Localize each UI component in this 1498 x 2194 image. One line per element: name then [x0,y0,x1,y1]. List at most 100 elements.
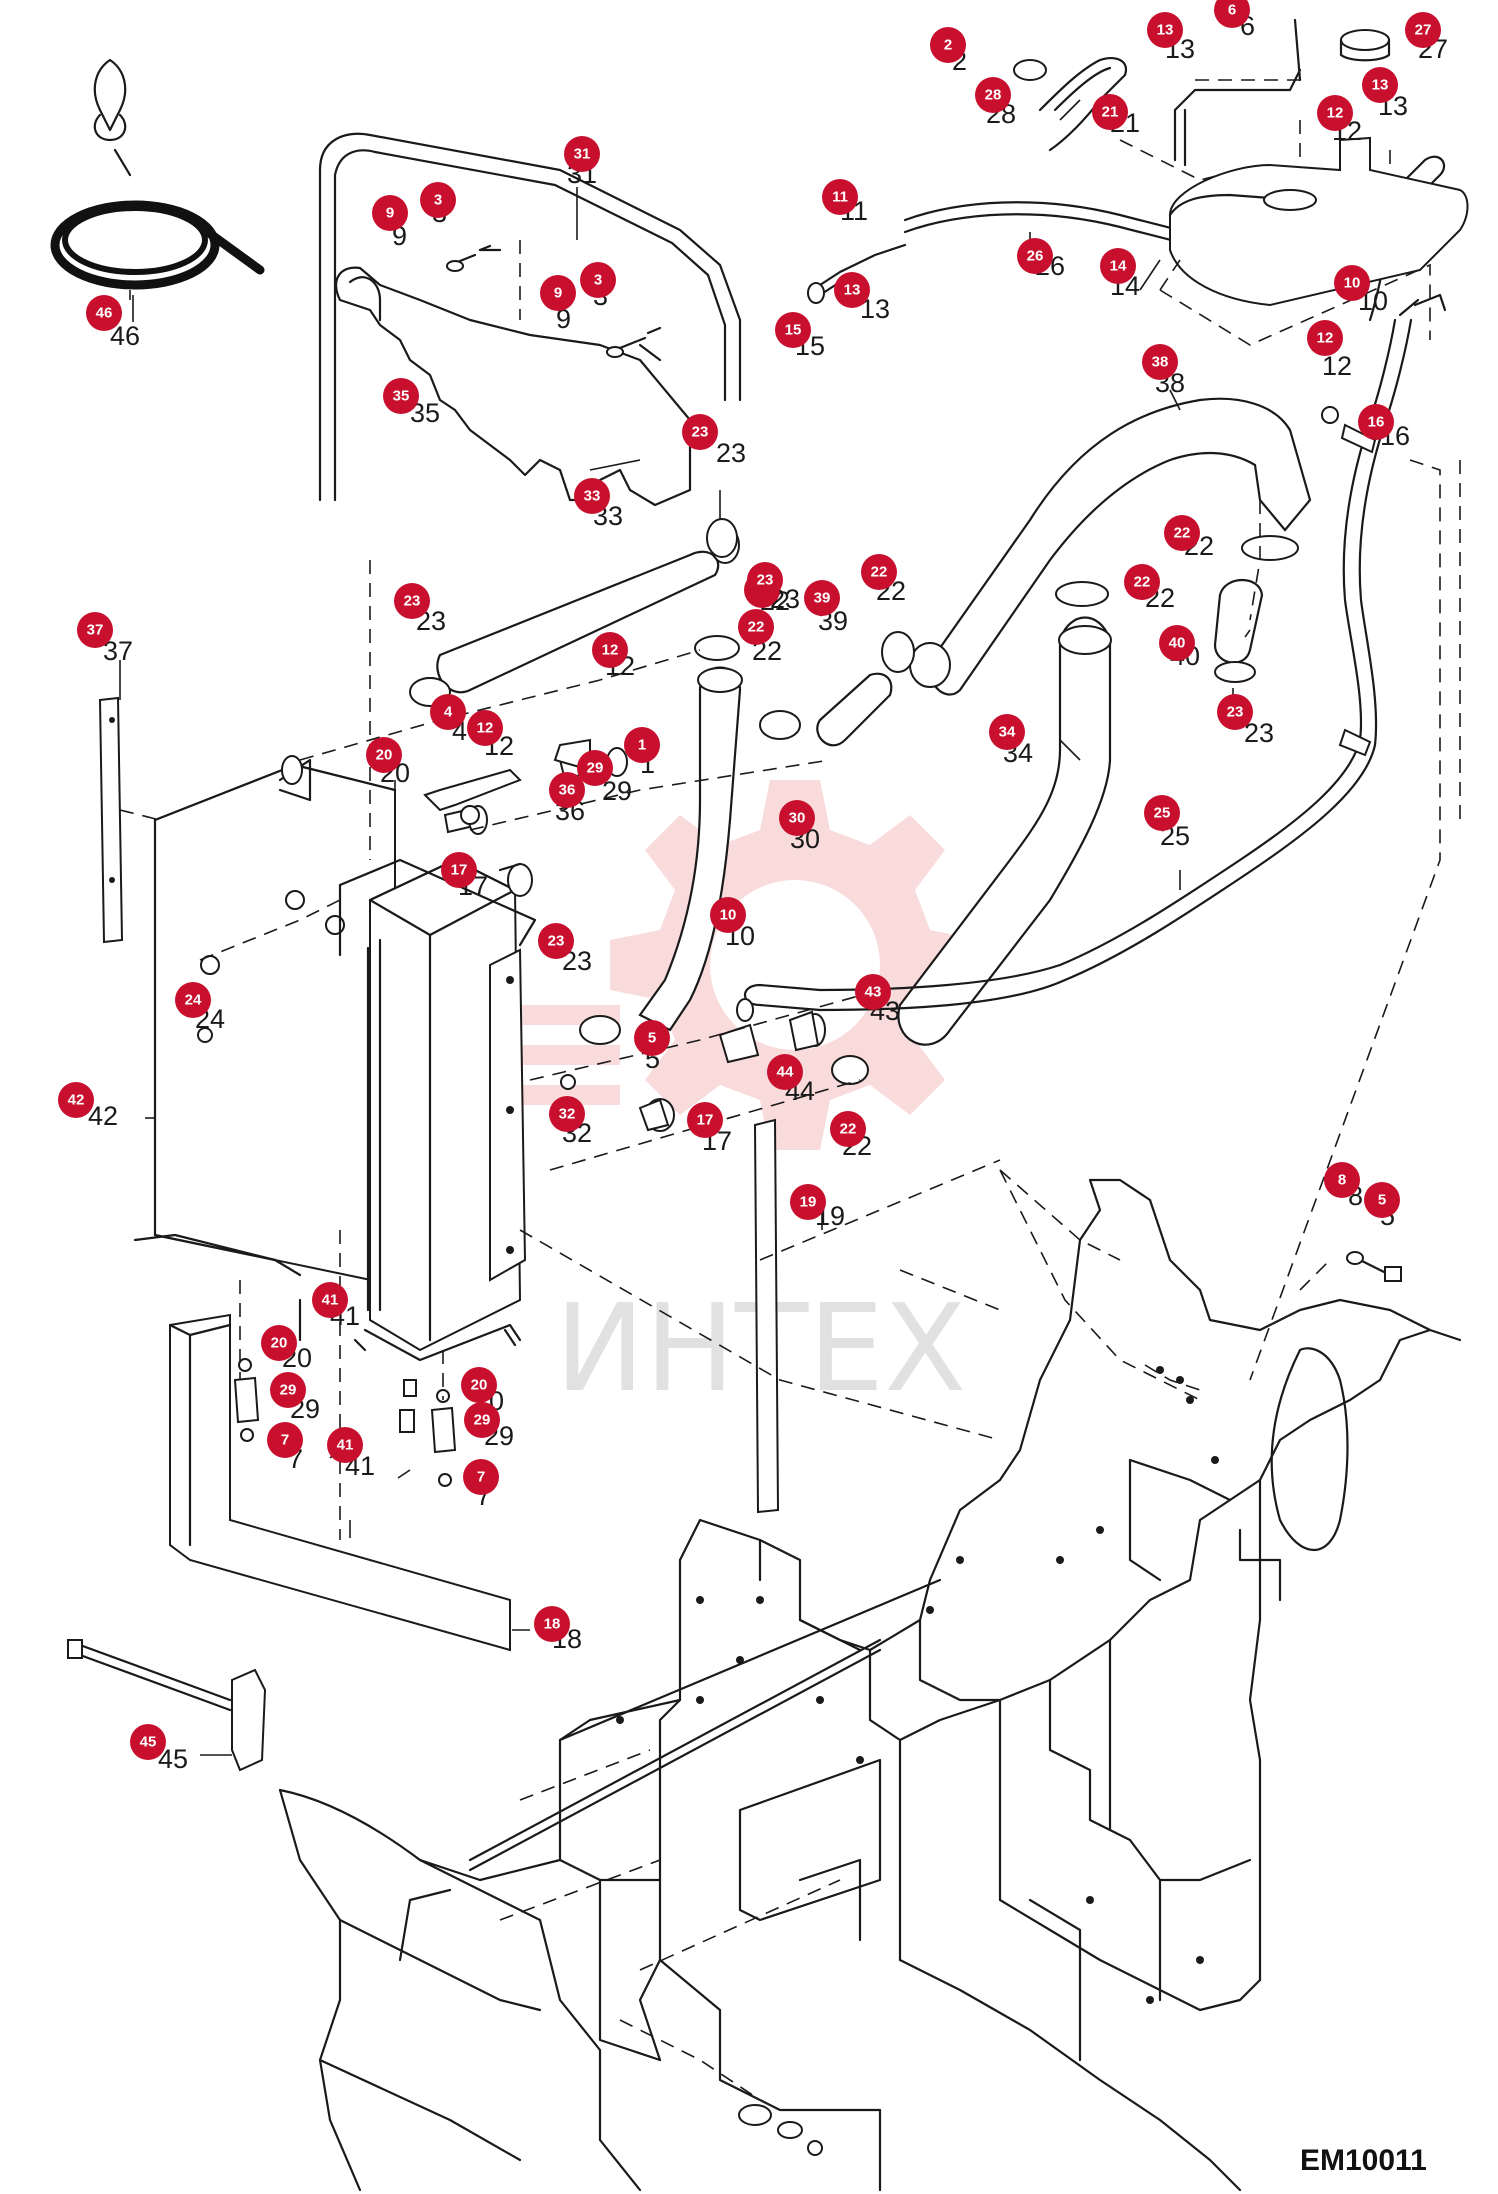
callout-badge-number: 22 [840,1121,857,1138]
callout-badge-number: 22 [871,564,888,581]
callout-6: 66 [1214,0,1255,41]
leader-lines [119,99,1251,1756]
callout-9: 99 [372,195,408,251]
callout-badge-number: 19 [800,1194,817,1211]
radiator-bracket [169,1313,511,1652]
callout-40: 4040 [1159,625,1200,671]
callout-badge-number: 9 [386,205,394,222]
callout-group: 1122333344555566777788999910101010111112… [58,0,1448,1774]
callout-badge-number: 13 [1157,22,1174,39]
callout-badge [1092,94,1128,130]
seal-strip [98,696,124,944]
callout-badge-number: 29 [587,760,604,777]
callout-badge [461,1367,497,1403]
callout-badge [270,1372,306,1408]
callout-badge-number: 11 [832,189,848,206]
assembly-lines [119,79,1461,1540]
callout-badge-number: 37 [87,622,104,639]
callout-badge-number: 26 [1027,248,1044,265]
callout-badge-number: 24 [185,992,202,1009]
callout-badge-number: 2 [944,37,952,54]
bolt-and-clip [67,1639,267,1772]
callout-badge-number: 12 [602,642,619,659]
callout-badge [1217,694,1253,730]
callout-badge [830,1111,866,1147]
callout-badge-number: 38 [1152,354,1169,371]
callout-badge-number: 25 [1154,805,1171,822]
callout-badge [738,609,774,645]
callout-badge [1164,515,1200,551]
callout-badge [1214,0,1250,28]
callout-badge [767,1054,803,1090]
callout-badge-number: 20 [376,747,393,764]
callout-label: 12 [1322,351,1352,381]
callout-badge-number: 21 [1102,104,1119,121]
radiator [133,755,397,1287]
callout-badge [1358,404,1394,440]
hoses [411,57,1446,1046]
callout-badge [989,714,1025,750]
callout-8: 88 [1324,1162,1363,1211]
callout-badge [822,179,858,215]
callout-badge-number: 43 [865,984,882,1001]
callout-badge-number: 46 [96,305,113,322]
callout-badge-number: 32 [559,1106,576,1123]
callout-badge [130,1724,166,1760]
callout-badge [77,612,113,648]
callout-badge-number: 23 [757,572,774,589]
callout-badge-number: 39 [814,590,831,607]
callout-badge-number: 10 [720,907,737,924]
callout-badge [834,272,870,308]
callout-badge [930,27,966,63]
callout-5: 55 [634,1020,670,1074]
callout-badge-number: 5 [648,1030,656,1047]
callout-badge [790,1184,826,1220]
callout-badge-number: 27 [1415,22,1432,39]
callout-badge [592,632,628,668]
callout-badge [1142,344,1178,380]
callout-badge-number: 12 [1327,105,1344,122]
callout-badge [1100,248,1136,284]
callout-badge [634,1020,670,1056]
callout-badge [261,1325,297,1361]
callout-badge [420,182,456,218]
callout-badge [549,1096,585,1132]
callout-badge-number: 34 [999,724,1016,741]
callout-badge [564,136,600,172]
callout-badge [464,1402,500,1438]
callout-badge-number: 7 [281,1432,289,1449]
callout-badge-number: 20 [271,1335,288,1352]
callout-badge-number: 12 [477,720,494,737]
callout-badge-number: 17 [451,862,468,879]
callout-badge-number: 22 [748,619,765,636]
callout-badge-number: 29 [280,1382,297,1399]
callout-badge [327,1427,363,1463]
callout-badge-number: 17 [697,1112,714,1129]
callout-badge [1147,12,1183,48]
callout-badge [580,262,616,298]
callout-badge [58,1082,94,1118]
callout-badge-number: 15 [785,322,802,339]
